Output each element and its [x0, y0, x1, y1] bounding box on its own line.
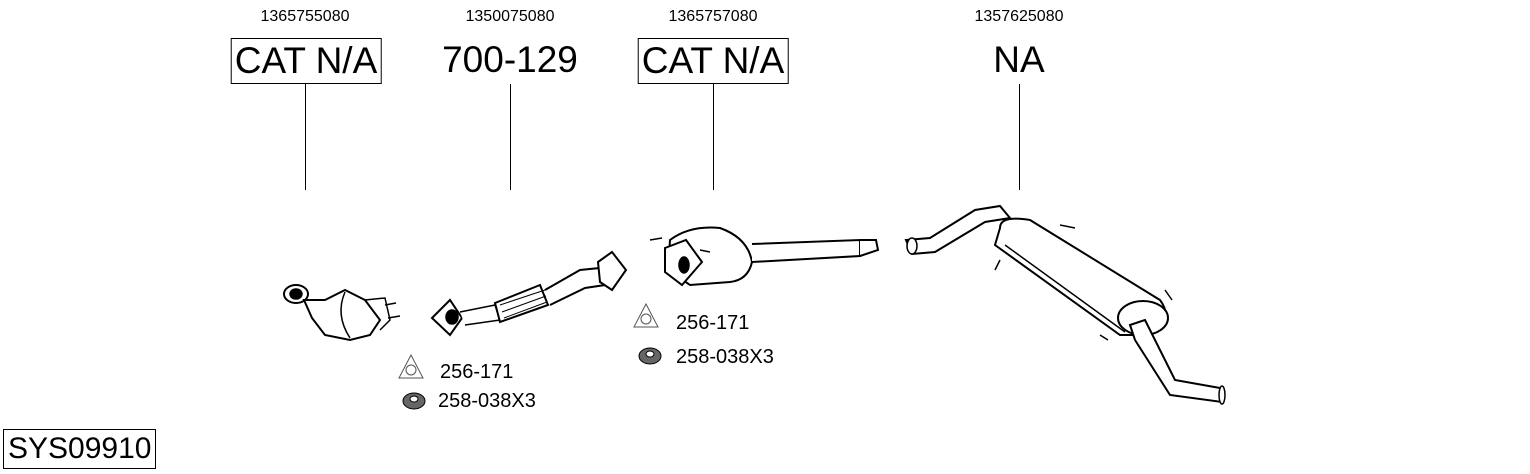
gasket-icon	[633, 302, 659, 328]
catalytic-converter-1-drawing[interactable]	[283, 284, 401, 342]
part-number-4: 1357625080	[974, 8, 1064, 25]
nut-icon	[638, 347, 662, 365]
catalytic-converter-2-drawing[interactable]	[649, 226, 880, 287]
part-label-rear-silencer[interactable]: NA	[993, 39, 1045, 80]
gasket-icon	[398, 353, 424, 379]
nut-icon	[402, 392, 426, 410]
part-number-2: 1350075080	[465, 8, 555, 25]
rear-silencer-drawing[interactable]	[904, 204, 1226, 405]
leader-line	[1019, 84, 1020, 190]
gasket-part-number[interactable]: 256-171	[676, 312, 750, 334]
nut-part-number[interactable]: 258-038X3	[676, 346, 774, 368]
part-label-catalytic-2[interactable]: CAT N/A	[637, 38, 789, 84]
leader-line	[713, 84, 714, 190]
leader-line	[305, 84, 306, 190]
part-number-1: 1365755080	[260, 8, 350, 25]
part-label-front-pipe[interactable]: 700-129	[442, 39, 578, 80]
part-label-catalytic-1[interactable]: CAT N/A	[230, 38, 382, 84]
part-number-3: 1365757080	[668, 8, 758, 25]
system-id: SYS09910	[3, 429, 157, 469]
gasket-part-number[interactable]: 256-171	[440, 361, 514, 383]
front-pipe-drawing[interactable]	[430, 250, 628, 337]
nut-part-number[interactable]: 258-038X3	[438, 390, 536, 412]
leader-line	[510, 84, 511, 190]
